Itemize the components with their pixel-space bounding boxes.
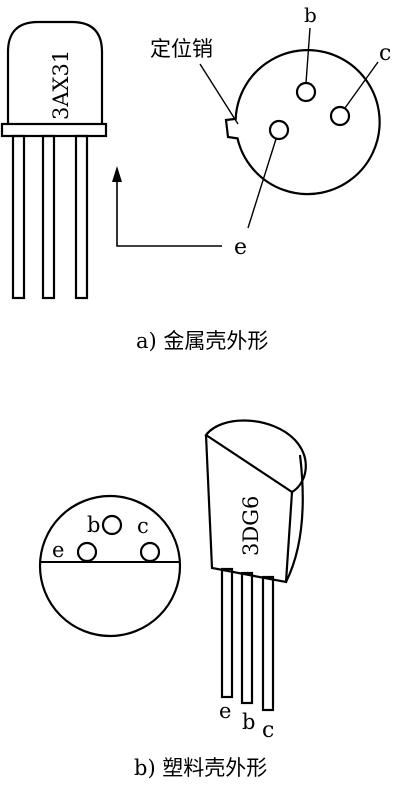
- pin-b-label: b: [304, 3, 317, 27]
- to92-marking: 3DG6: [239, 496, 263, 556]
- pin-e-label: e: [234, 235, 247, 260]
- metal-can-body: [6, 20, 104, 124]
- plastic-to92-transistor: 3DG6 e b c: [204, 419, 307, 743]
- lead-b-label: b: [242, 710, 255, 734]
- caption-metal-can: a) 金属壳外形: [136, 329, 268, 353]
- metal-can-marking: 3AX31: [49, 50, 73, 120]
- pin-c-hole: [329, 105, 351, 127]
- pin-e-hole: [76, 541, 98, 563]
- to92-lead-b: [240, 571, 254, 705]
- metal-can-transistor: 3AX31: [0, 20, 108, 300]
- to92-lead-e: [220, 567, 234, 699]
- metal-can-lead-1: [11, 134, 26, 300]
- to92-front-face: [204, 434, 294, 584]
- view-direction-arrow: [112, 166, 222, 247]
- pin-e-label: e: [52, 538, 64, 562]
- lead-e-label: e: [219, 699, 231, 723]
- to92-top-face: [204, 419, 307, 494]
- pin-c-label: c: [137, 514, 149, 538]
- metal-can-bottom-outline: [224, 49, 381, 196]
- pin-c-hole: [139, 541, 161, 563]
- pin-e-hole: [268, 119, 290, 141]
- metal-can-bottom-view: b c e 定位销: [150, 3, 391, 260]
- caption-plastic: b) 塑料壳外形: [134, 756, 267, 780]
- metal-can-lead-3: [74, 134, 89, 300]
- pin-c-label: c: [379, 41, 391, 66]
- to92-lead-c: [261, 575, 275, 712]
- pin-b-hole: [295, 81, 317, 103]
- plastic-bottom-view: b c e: [38, 494, 182, 638]
- metal-can-flange: [0, 122, 108, 138]
- plastic-bottom-outline: [38, 494, 182, 638]
- to92-side-face: [285, 454, 304, 583]
- pin-b-label: b: [87, 513, 100, 537]
- metal-can-lead-2: [41, 134, 56, 300]
- pin-b-hole: [101, 514, 123, 536]
- lead-c-label: c: [262, 718, 274, 743]
- locating-pin-label: 定位销: [150, 37, 213, 61]
